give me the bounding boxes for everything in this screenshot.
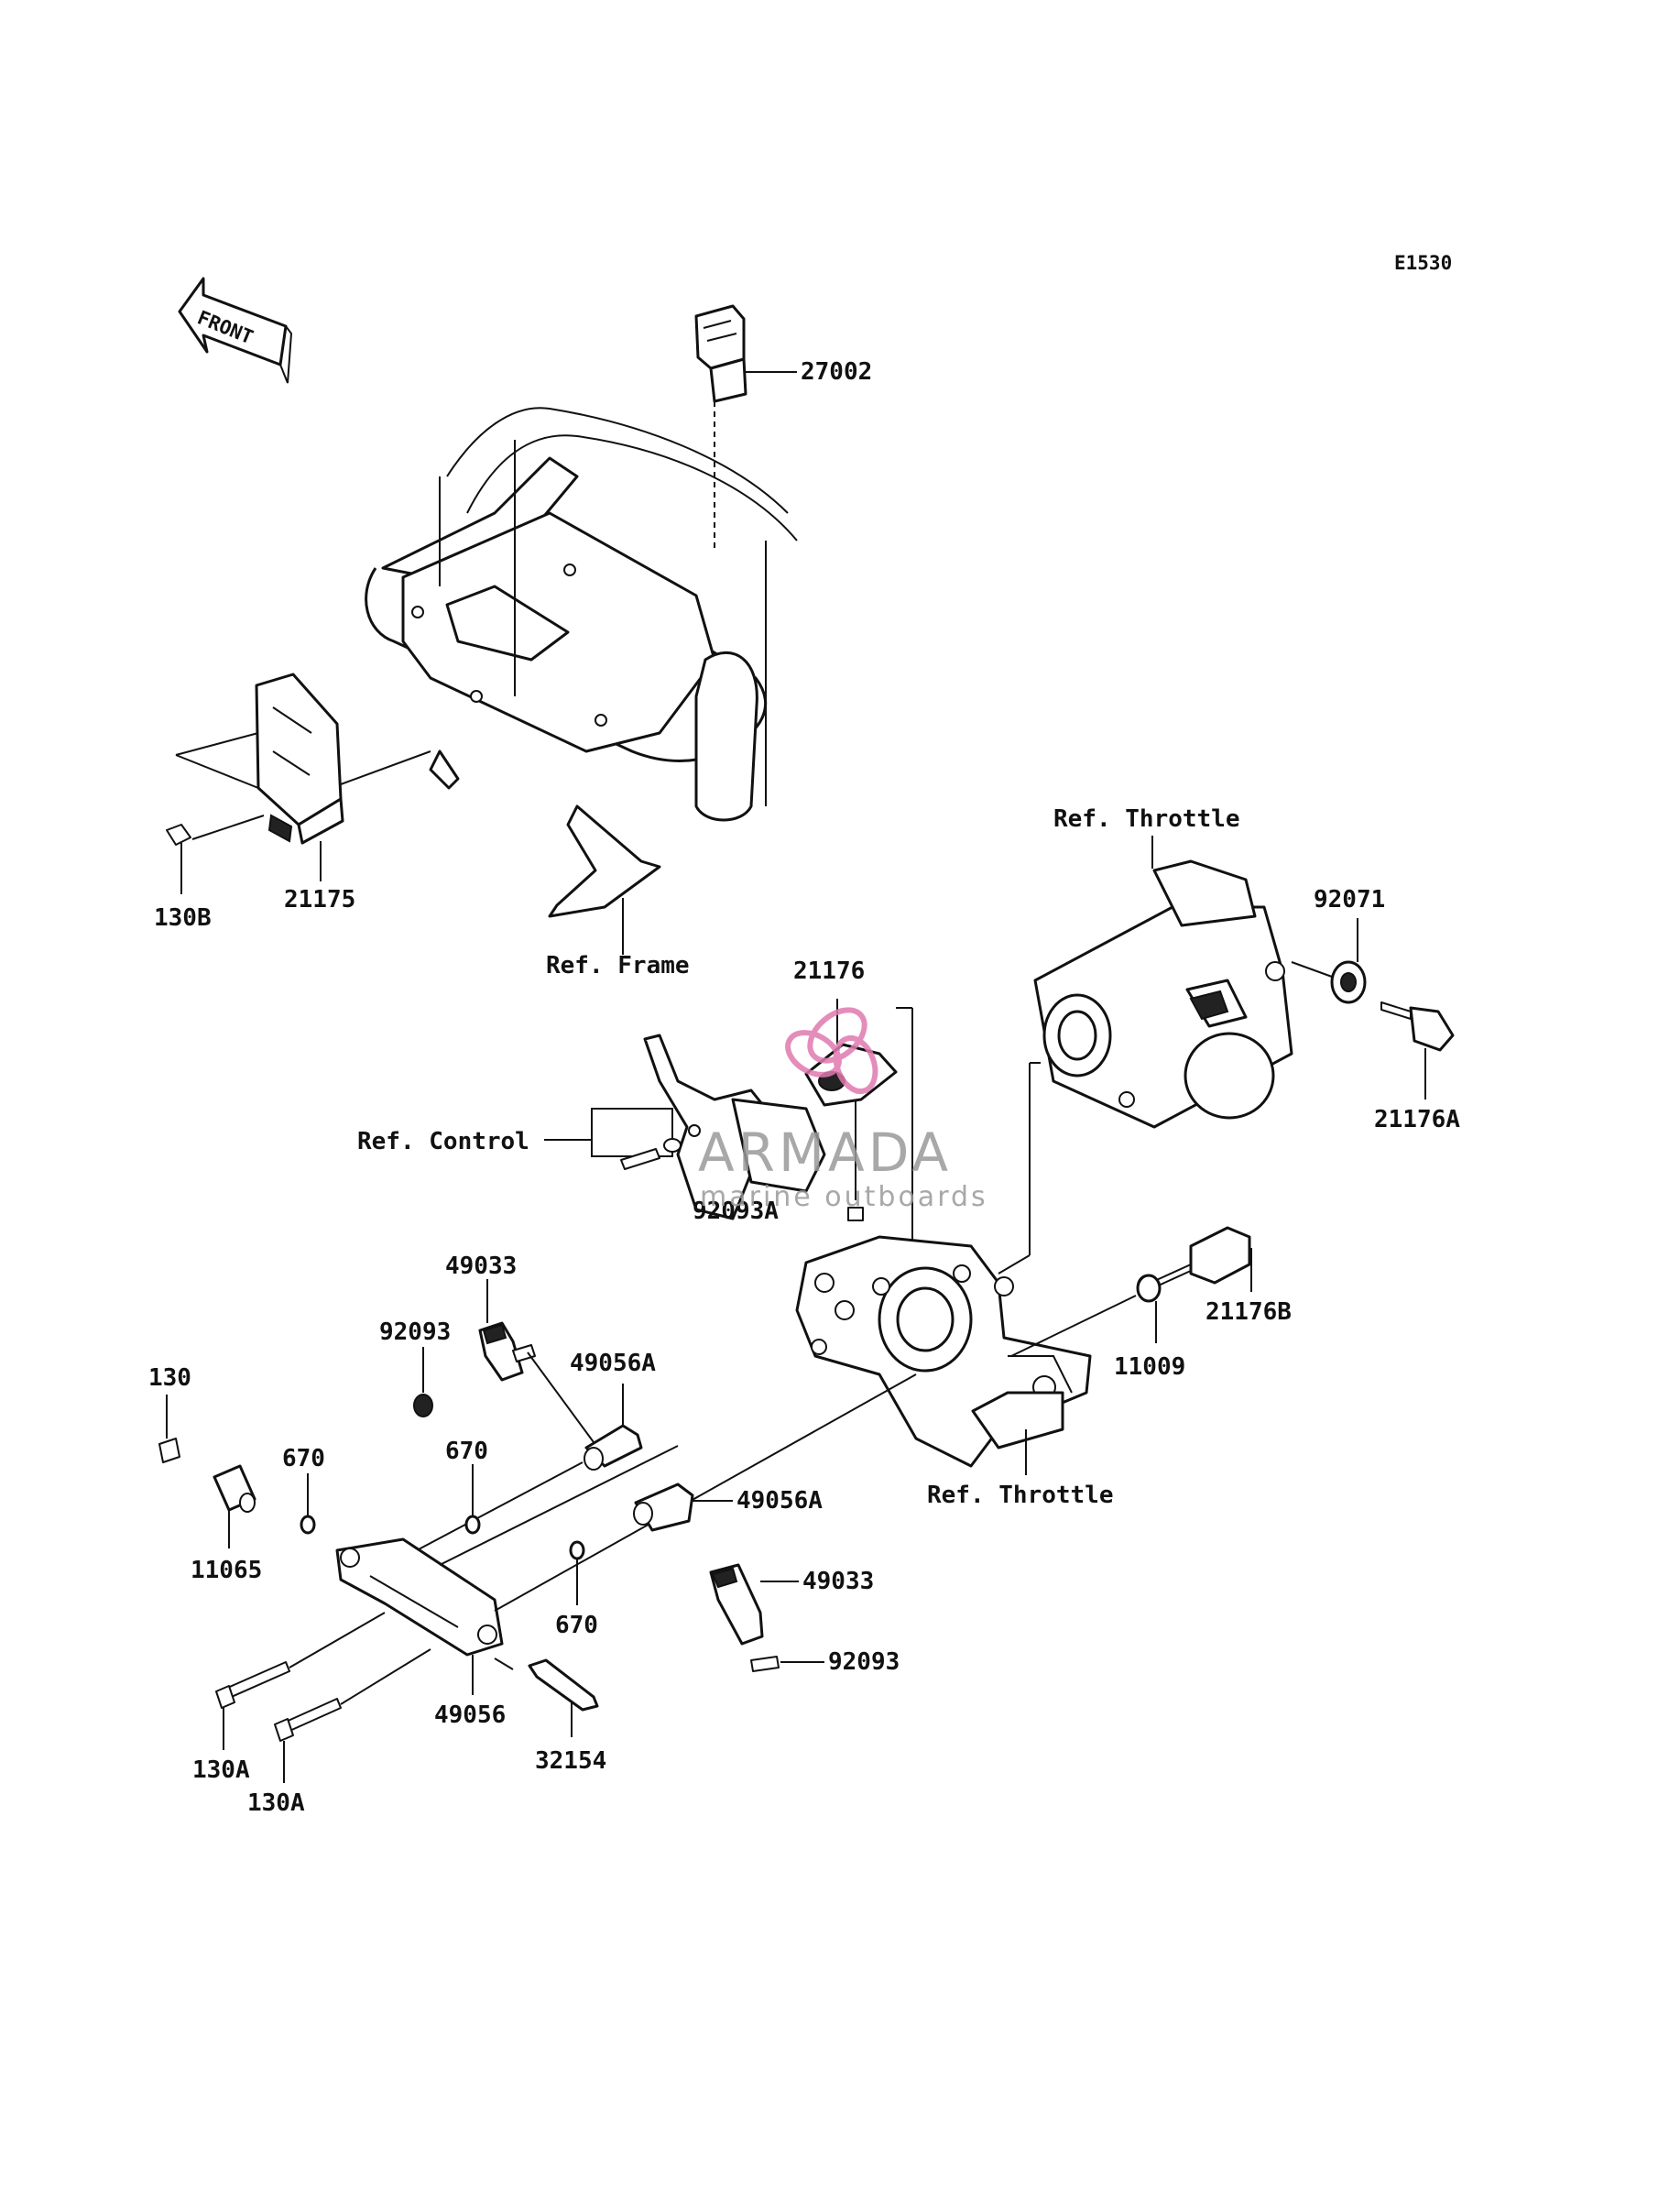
label-130b: 130B: [154, 904, 212, 932]
grommet-92071-part: [1291, 918, 1367, 1004]
gasket-11009-part: [1136, 1274, 1162, 1343]
label-11009: 11009: [1114, 1353, 1185, 1381]
fuel-rail-49056-part: [335, 1373, 917, 1695]
front-arrow-icon: FRONT: [178, 277, 293, 384]
watermark-brand: ARMADA: [698, 1121, 952, 1184]
bolt-130a-a-part: [215, 1612, 386, 1750]
sensor-21176a-part: [1380, 1001, 1455, 1100]
label-92093-top: 92093: [379, 1318, 451, 1346]
label-21176b: 21176B: [1205, 1298, 1292, 1326]
joint-49056a-top-part: [402, 1384, 643, 1559]
throttle-lower-part: [795, 1235, 1092, 1475]
label-92071: 92071: [1314, 886, 1385, 914]
ecu-part: [175, 673, 431, 881]
label-ref-throttle-bottom: Ref. Throttle: [927, 1482, 1114, 1509]
armada-watermark-logo: ARMADA marine outboards: [698, 1007, 988, 1213]
label-130a-a: 130A: [192, 1756, 250, 1784]
label-21176: 21176: [793, 957, 865, 985]
label-ref-control: Ref. Control: [357, 1128, 529, 1155]
relay-connector-part: [694, 304, 797, 550]
spacer-11065-part: [213, 1464, 256, 1548]
injector-49033-top-part: [478, 1279, 595, 1443]
label-92093-bottom: 92093: [828, 1648, 900, 1676]
sensor-21176b-part: [1010, 1226, 1252, 1357]
label-92093a: 92093A: [693, 1198, 779, 1225]
joint-49056a-mid-part: [633, 1482, 733, 1532]
label-ref-frame: Ref. Frame: [546, 952, 690, 979]
throttle-body-part: [1030, 836, 1293, 1129]
label-27002: 27002: [801, 358, 872, 386]
diagram-code: E1530: [1394, 252, 1452, 274]
label-670-b: 670: [445, 1438, 488, 1465]
o-ring-670-c-part: [569, 1540, 585, 1605]
bolt-130-part: [158, 1395, 180, 1463]
label-130a-b: 130A: [247, 1789, 305, 1817]
bolt-130a-b-part: [274, 1648, 431, 1783]
label-49056: 49056: [434, 1701, 506, 1729]
label-49033-top: 49033: [445, 1253, 517, 1280]
label-ref-throttle-top: Ref. Throttle: [1053, 805, 1240, 833]
control-bracket-part: [591, 1034, 826, 1220]
o-ring-670-b-part: [464, 1464, 481, 1535]
watermark-tagline: marine outboards: [700, 1181, 988, 1213]
label-49033-mid: 49033: [802, 1568, 874, 1595]
cap-92093-bottom-part: [750, 1656, 824, 1672]
label-130: 130: [148, 1364, 191, 1392]
bolt-130b-part: [166, 824, 191, 894]
cap-92093-top-part: [413, 1347, 433, 1417]
label-670-c: 670: [555, 1612, 598, 1639]
label-32154: 32154: [535, 1747, 606, 1775]
injector-49033-mid-part: [709, 1563, 799, 1646]
pipe-32154-part: [494, 1657, 599, 1737]
label-21175: 21175: [284, 886, 355, 914]
label-49056a-mid: 49056A: [736, 1487, 823, 1515]
label-21176a: 21176A: [1374, 1106, 1460, 1133]
label-11065: 11065: [191, 1557, 262, 1584]
label-670-a: 670: [282, 1445, 325, 1472]
o-ring-670-a-part: [300, 1473, 316, 1535]
frame-structure: [365, 407, 798, 955]
label-49056a-top: 49056A: [570, 1350, 656, 1377]
